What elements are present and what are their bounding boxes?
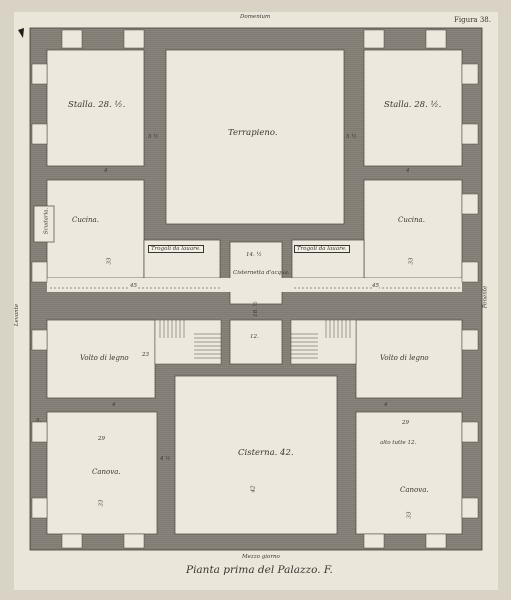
label-cisterna: Cisterna. 42. (238, 448, 294, 458)
dim-5-5-right: 5 ½ (346, 134, 357, 140)
room-terrapieno (165, 49, 345, 225)
dim-23: 23 (142, 352, 149, 358)
dim-33-left: 33 (106, 257, 113, 265)
dim-5-5-left: 5 ½ (148, 134, 159, 140)
dim-4-5: 4 ½ (160, 456, 171, 462)
label-scudaria: Scudaria. (43, 207, 50, 235)
room-canova-right (355, 411, 463, 535)
dim-33-bottom-right: 33 (406, 511, 413, 519)
label-volto-left: Volto di legno (80, 354, 129, 362)
label-stalla-right: Stalla. 28. ½. (384, 100, 442, 110)
label-cucina-left: Cucina. (72, 216, 99, 224)
label-cisternetta: Cisternetta d'acqua. (233, 270, 290, 276)
label-canova-left: Canova. (92, 468, 121, 476)
plan-caption: Pianta prima del Palazzo. F. (186, 564, 333, 576)
floor-plan-drawing (18, 27, 483, 551)
label-alto-tutto: alto tutte 12. (380, 440, 417, 446)
label-cucina-right: Cucina. (398, 216, 425, 224)
dim-29-left: 29 (98, 436, 105, 442)
dim-4-mid-left: 4 (112, 402, 116, 408)
corridor-band (47, 278, 462, 292)
label-volto-right: Volto di legno (380, 354, 429, 362)
wall-openings (31, 29, 479, 549)
dim-4-top-left: 4 (104, 168, 108, 174)
dim-45-left: 45 (130, 283, 137, 289)
room-cucina-right (363, 179, 463, 279)
dim-42: 42 (250, 485, 257, 493)
label-trogoli-left: Trogoli da lauare. (148, 245, 204, 253)
dim-14-5: 14. ½ (246, 252, 262, 258)
staircase-right (290, 319, 357, 365)
side-left-label: Levante (14, 303, 21, 327)
label-stalla-left: Stalla. 28. ½. (68, 100, 126, 110)
dim-33-bottom-left: 33 (98, 499, 105, 507)
corner-mark (18, 28, 24, 38)
label-trogoli-right: Trogoli da lauare. (294, 245, 350, 253)
dim-4-mid-right: 4 (384, 402, 388, 408)
dim-33-right: 33 (408, 257, 415, 265)
engraving-sheet: Domenium Figura 38. Levante Ponente Mezz… (14, 12, 498, 590)
room-stalla-left (46, 49, 145, 167)
side-right-label: Ponente (482, 285, 489, 309)
dim-5-mid: 5. (36, 418, 42, 424)
dim-29-right: 29 (402, 420, 409, 426)
room-volto-left (46, 319, 156, 399)
room-central-small (229, 319, 283, 365)
figure-number: Figura 38. (454, 16, 491, 24)
dim-12: 12. (250, 334, 259, 340)
room-cucina-left (46, 179, 145, 279)
room-stalla-right (363, 49, 463, 167)
label-terrapieno: Terrapieno. (228, 128, 278, 138)
staircase-left (154, 319, 222, 365)
dim-stair: 18. ½ (252, 301, 259, 317)
side-bottom-label: Mezzo giorno (242, 554, 280, 560)
dim-4-top-right: 4 (406, 168, 410, 174)
room-cisterna (174, 375, 338, 535)
room-scudaria (33, 205, 55, 243)
top-note: Domenium (240, 14, 271, 20)
label-canova-right: Canova. (400, 486, 429, 494)
room-cisternetta (229, 241, 283, 305)
room-canova-left (46, 411, 158, 535)
room-volto-right (355, 319, 463, 399)
dim-45-right: 45 (372, 283, 379, 289)
